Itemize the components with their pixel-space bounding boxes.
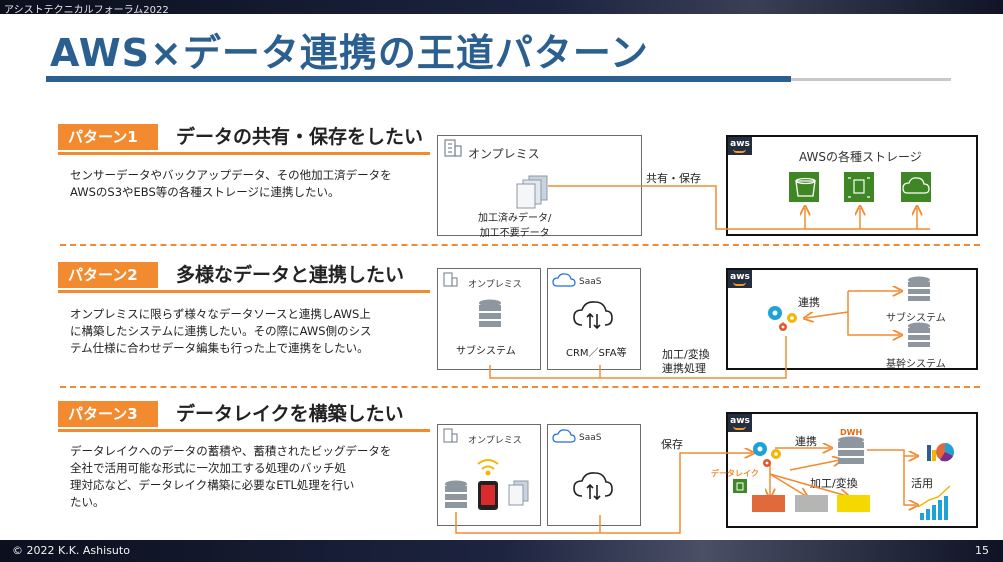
pattern2-desc-line: に構築したシステムに連携したい。その際にAWS側のシス [70, 324, 372, 338]
pattern1-heading: データの共有・保存をしたい [176, 126, 424, 148]
pattern1-desc-line: AWSのS3やEBS等の各種ストレージに連携したい。 [70, 185, 340, 199]
pattern3-desc-line: たい。 [70, 495, 105, 509]
pattern1-description: センサーデータやバックアップデータ、その他加工済データを AWSのS3やEBS等… [70, 167, 420, 201]
pattern1-desc-line: センサーデータやバックアップデータ、その他加工済データを [70, 168, 392, 182]
pattern-separator [60, 244, 980, 246]
pattern-separator [60, 386, 980, 388]
pattern3-onprem-label: オンプレミス [468, 436, 522, 446]
pattern3-saas-label: SaaS [579, 433, 602, 443]
copyright: © 2022 K.K. Ashisuto [12, 544, 130, 557]
top-banner: アシストテクニカルフォーラム2022 [0, 0, 1003, 16]
pattern2-subsystem-label: サブシステム [456, 346, 516, 357]
pattern1-onprem-label: オンプレミス [468, 147, 540, 161]
aws-logo: aws [728, 137, 752, 155]
flow-label-line: 加工/変換 [662, 348, 710, 361]
pattern2-description: オンプレミスに限らず様々なデータソースと連携しAWS上 に構築したシステムに連携… [70, 306, 430, 357]
pattern3-datalake-label: データレイク [711, 469, 759, 478]
pattern3-desc-line: データレイクへのデータの蓄積や、蓄積されたビッグデータを [70, 444, 392, 458]
pattern1-file-label: 加工済みデータ/ 加工不要データ [478, 209, 551, 239]
pattern2-onprem-label: オンプレミス [468, 280, 522, 290]
pattern2-heading: 多様なデータと連携したい [176, 264, 405, 286]
ebs-icon [844, 172, 874, 202]
pattern2-flow-label: 加工/変換 連携処理 [662, 348, 710, 376]
pattern3-store-label: 保存 [661, 438, 683, 451]
pattern3-dwh-label: DWH [840, 428, 863, 437]
slide-title: AWS×データ連携の王道パターン [50, 31, 649, 75]
pattern2-desc-line: オンプレミスに限らず様々なデータソースと連携しAWS上 [70, 307, 371, 321]
pattern2-saas-label: SaaS [579, 277, 602, 287]
cloud-storage-icon [901, 172, 931, 202]
file-label-line: 加工不要データ [479, 228, 550, 239]
pattern1-underline [58, 152, 430, 155]
bucket-icon [789, 172, 819, 202]
pattern1-badge: パターン1 [58, 124, 158, 150]
pattern2-link-label: 連携 [798, 296, 820, 309]
pattern3-heading: データレイクを構築したい [176, 403, 404, 425]
pattern3-underline [58, 429, 430, 432]
pattern2-badge: パターン2 [58, 262, 158, 288]
pattern3-description: データレイクへのデータの蓄積や、蓄積されたビッグデータを 全社で活用可能な形式に… [70, 443, 430, 511]
pattern3-use-label: 活用 [911, 477, 933, 490]
title-underline-tail [791, 78, 951, 81]
pattern2-desc-line: テム仕様に合わせデータ編集も行った上で連携をしたい。 [70, 341, 369, 355]
title-underline [46, 76, 791, 82]
pattern3-desc-line: 全社で活用可能な形式に一次加工する処理のバッチ処 [70, 461, 346, 475]
pattern3-desc-line: 理対応など、データレイク構築に必要なETL処理を行い [70, 478, 355, 492]
aws-logo: aws [728, 270, 752, 288]
pattern3-badge: パターン3 [58, 401, 158, 427]
page-number: 15 [975, 544, 989, 557]
pattern2-aws-subsystem: サブシステム [886, 313, 946, 324]
pattern2-aws-core: 基幹システム [886, 359, 946, 370]
aws-logo: aws [728, 414, 752, 432]
file-label-line: 加工済みデータ/ [478, 213, 552, 224]
forum-name: アシストテクニカルフォーラム2022 [4, 5, 169, 16]
pattern2-underline [58, 290, 430, 293]
pattern1-aws-title: AWSの各種ストレージ [799, 150, 922, 164]
pattern3-link-label: 連携 [795, 435, 817, 448]
flow-label-line: 連携処理 [662, 362, 706, 375]
pattern1-flow-label: 共有・保存 [646, 172, 701, 185]
pattern3-transform-label: 加工/変換 [810, 477, 858, 490]
pattern2-crm-label: CRM／SFA等 [566, 348, 627, 359]
footer-banner: © 2022 K.K. Ashisuto 15 [0, 540, 1003, 562]
